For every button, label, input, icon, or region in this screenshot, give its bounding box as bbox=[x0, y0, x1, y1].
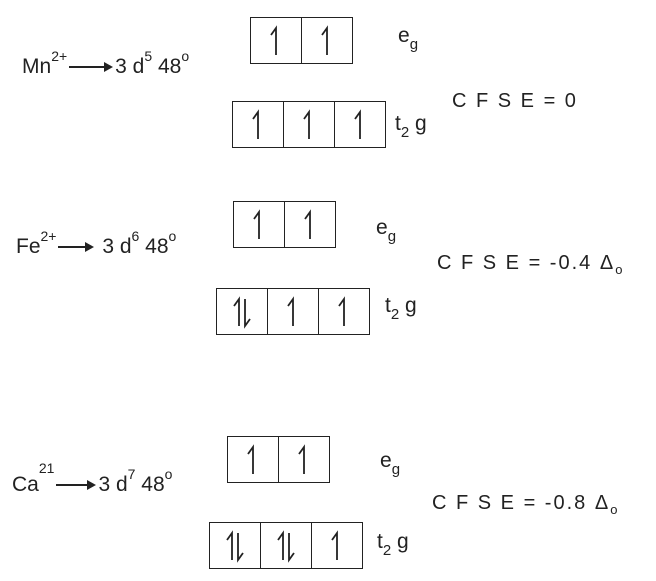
electron-up-icon bbox=[252, 108, 259, 139]
orbital-cell bbox=[233, 102, 284, 147]
config-exponent: 6 bbox=[131, 228, 140, 244]
orbital-cell bbox=[285, 202, 335, 247]
label-sub: 2 bbox=[390, 306, 400, 324]
label-end: g bbox=[415, 112, 427, 135]
orbital-cell bbox=[228, 437, 279, 482]
mn-eg-orbitals bbox=[250, 17, 353, 64]
label-end: g bbox=[405, 294, 417, 317]
orbital-cell bbox=[268, 289, 319, 334]
config: 3 d bbox=[102, 235, 132, 258]
delta-symbol: Δ bbox=[599, 252, 616, 274]
delta-sub: o bbox=[610, 502, 620, 517]
config-exponent: 5 bbox=[144, 48, 153, 64]
orbital-cell bbox=[251, 18, 302, 63]
electron-up-icon bbox=[338, 295, 345, 326]
orbital-cell bbox=[284, 102, 335, 147]
label-sub: g bbox=[409, 36, 419, 54]
ion-charge: 2+ bbox=[40, 228, 57, 244]
electron-up-icon bbox=[303, 108, 310, 139]
config-suffix: 48 bbox=[141, 473, 165, 496]
label: t bbox=[385, 294, 391, 317]
mn-eg-label: eg bbox=[398, 24, 419, 54]
label: t bbox=[377, 530, 383, 553]
electron-up-icon bbox=[270, 24, 277, 55]
electron-up-icon bbox=[247, 443, 254, 474]
electron-up-icon bbox=[304, 208, 311, 239]
mn-cfse: C F S E = 0 bbox=[452, 90, 578, 113]
orbital-cell bbox=[335, 102, 385, 147]
ca-t2g-orbitals bbox=[209, 522, 363, 569]
cfse-value: C F S E = 0 bbox=[452, 90, 578, 112]
label-sub: g bbox=[387, 228, 397, 246]
config-exponent: 7 bbox=[127, 466, 136, 482]
config: 3 d bbox=[98, 473, 128, 496]
electron-up-icon bbox=[331, 529, 338, 560]
orbital-cell bbox=[319, 289, 369, 334]
ion-charge: 2+ bbox=[51, 48, 68, 64]
delta-symbol: Δ bbox=[594, 492, 611, 514]
degree-mark: o bbox=[168, 228, 177, 244]
orbital-cell bbox=[279, 437, 329, 482]
mn-t2g-label: t2 g bbox=[395, 112, 427, 142]
fe-t2g-label: t2 g bbox=[385, 294, 417, 324]
electron-pair-icon bbox=[277, 529, 295, 563]
arrow-icon bbox=[56, 480, 97, 491]
arrow-icon bbox=[69, 62, 114, 73]
ion-symbol: Fe bbox=[16, 235, 41, 258]
orbital-cell bbox=[302, 18, 352, 63]
electron-up-icon bbox=[253, 208, 260, 239]
ion-symbol: Mn bbox=[22, 55, 52, 78]
delta-sub: o bbox=[615, 262, 625, 277]
fe-cfse: C F S E = -0.4 Δo bbox=[437, 252, 624, 277]
electron-pair-icon bbox=[226, 529, 244, 563]
label-sub: g bbox=[391, 461, 401, 479]
ca-eg-label: eg bbox=[380, 449, 401, 479]
mn-t2g-orbitals bbox=[232, 101, 386, 148]
ion-charge: 21 bbox=[38, 460, 55, 476]
fe-configuration: Fe2+ 3 d6 48o bbox=[16, 228, 176, 259]
degree-mark: o bbox=[164, 466, 173, 482]
label: t bbox=[395, 112, 401, 135]
electron-up-icon bbox=[298, 443, 305, 474]
ca-configuration: Ca21 3 d7 48o bbox=[12, 460, 172, 497]
orbital-cell bbox=[217, 289, 268, 334]
ion-symbol: Ca bbox=[12, 473, 39, 496]
electron-up-icon bbox=[321, 24, 328, 55]
electron-up-icon bbox=[287, 295, 294, 326]
label: e bbox=[398, 24, 410, 47]
ca-eg-orbitals bbox=[227, 436, 330, 483]
electron-pair-icon bbox=[233, 295, 251, 329]
label-end: g bbox=[397, 530, 409, 553]
cfse-value: C F S E = -0.4 bbox=[437, 252, 593, 274]
label: e bbox=[376, 216, 388, 239]
arrow-icon bbox=[58, 242, 95, 253]
cfse-value: C F S E = -0.8 bbox=[432, 492, 588, 514]
fe-eg-orbitals bbox=[233, 201, 336, 248]
orbital-cell bbox=[234, 202, 285, 247]
ca-t2g-label: t2 g bbox=[377, 530, 409, 560]
config: 3 d bbox=[115, 55, 145, 78]
config-suffix: 48 bbox=[158, 55, 182, 78]
orbital-cell bbox=[210, 523, 261, 568]
ca-cfse: C F S E = -0.8 Δo bbox=[432, 492, 619, 517]
config-suffix: 48 bbox=[145, 235, 169, 258]
fe-t2g-orbitals bbox=[216, 288, 370, 335]
fe-eg-label: eg bbox=[376, 216, 397, 246]
mn-configuration: Mn2+ 3 d5 48o bbox=[22, 48, 189, 79]
orbital-cell bbox=[312, 523, 362, 568]
label-sub: 2 bbox=[382, 542, 392, 560]
degree-mark: o bbox=[181, 48, 190, 64]
orbital-cell bbox=[261, 523, 312, 568]
label: e bbox=[380, 449, 392, 472]
label-sub: 2 bbox=[400, 124, 410, 142]
electron-up-icon bbox=[354, 108, 361, 139]
